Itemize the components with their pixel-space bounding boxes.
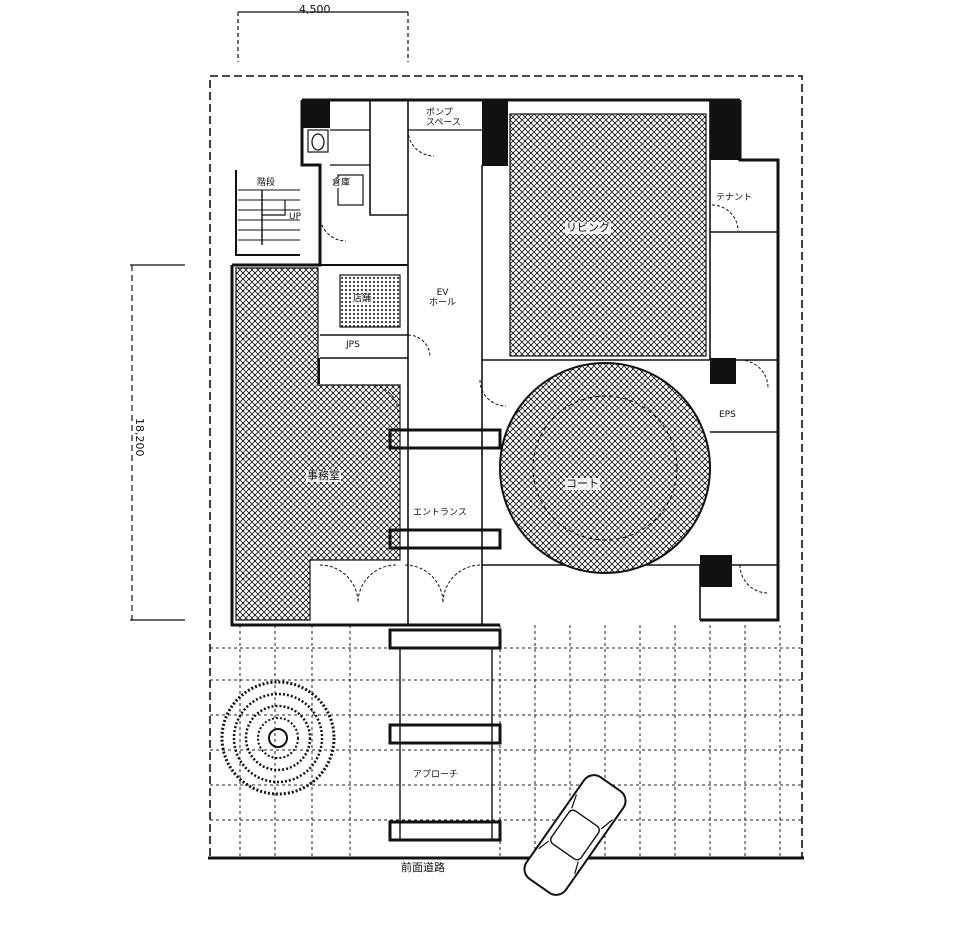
label-approach: アプローチ [412, 770, 460, 780]
dimension-top-label: 4,500 [299, 3, 331, 16]
dimension-left [130, 264, 185, 621]
label-elevator-hall: EV ホール [428, 288, 458, 308]
office-floor [235, 267, 401, 621]
dimension-top [237, 11, 409, 62]
paving-grid [210, 625, 802, 858]
label-up: UP [289, 212, 302, 222]
label-stair: 階段 [256, 178, 277, 188]
label-pump-space: ポンプ スペース [425, 108, 462, 128]
car [523, 774, 627, 896]
doors [319, 129, 769, 604]
label-office: 事務室 [306, 469, 341, 482]
label-shop: 店舗 [352, 294, 373, 304]
living-floor [509, 113, 707, 357]
court-circle [499, 362, 711, 574]
dimension-left-label: 18,200 [133, 418, 146, 457]
label-living: リビング [565, 221, 611, 234]
label-road: 前面道路 [400, 861, 446, 874]
corridor-frames [388, 428, 502, 842]
label-entrance-hall: エントランス [412, 508, 468, 518]
label-storage: 倉庫 [331, 178, 352, 188]
label-jps: JPS [345, 340, 361, 350]
tree [220, 680, 336, 796]
label-tenant: テナント [715, 193, 754, 203]
label-court: コート [565, 477, 600, 490]
label-eps: EPS [718, 410, 737, 420]
toilet-fixture [307, 129, 364, 206]
stair [238, 189, 300, 245]
